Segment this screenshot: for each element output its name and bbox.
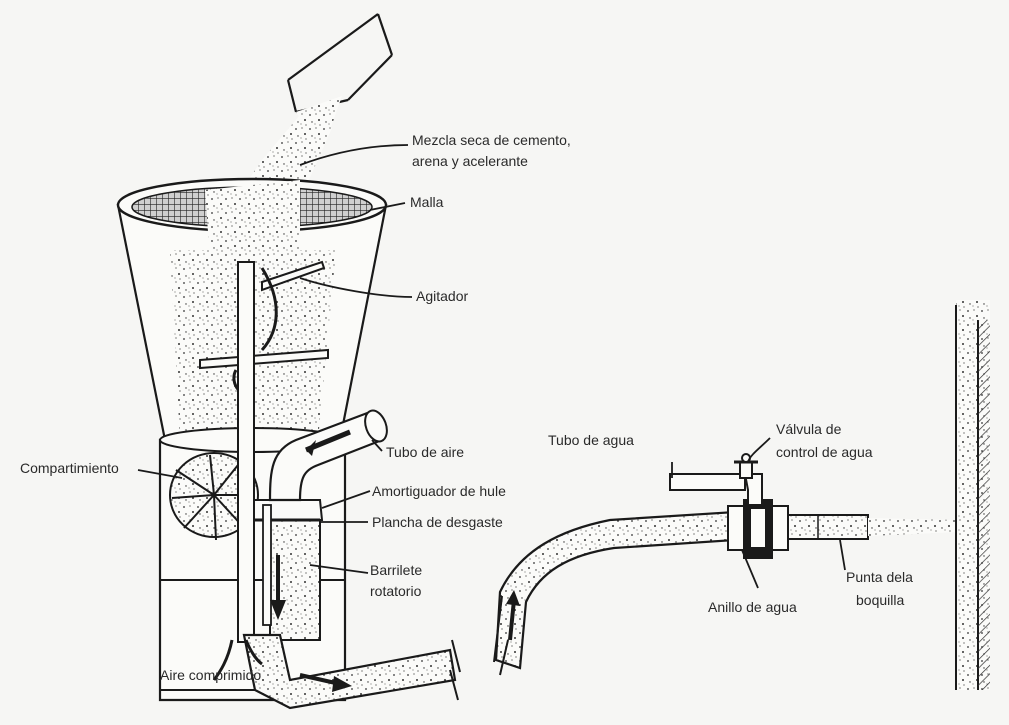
label-barrilete-line2: rotatorio [370, 583, 422, 599]
label-agitador: Agitador [416, 288, 468, 304]
label-malla: Malla [410, 194, 444, 210]
central-shaft [238, 262, 254, 642]
label-amortiguador: Amortiguador de hule [372, 483, 506, 499]
label-tubo-agua: Tubo de agua [548, 432, 634, 448]
outlet-hose [244, 635, 460, 708]
label-mezcla-line2: arena y acelerante [412, 153, 528, 169]
label-valvula-line2: control de agua [776, 444, 873, 460]
label-compartimiento: Compartimiento [20, 460, 119, 476]
wall [956, 300, 990, 690]
label-valvula-line1: Válvula de [776, 421, 842, 437]
spray-jet [868, 518, 958, 536]
delivery-hose [494, 512, 735, 675]
label-plancha: Plancha de desgaste [372, 514, 503, 530]
nozzle-tip [788, 515, 868, 539]
label-aire-comprimido: Aire comprimido [160, 667, 261, 683]
label-tubo-aire: Tubo de aire [386, 444, 464, 460]
label-punta-line1: Punta dela [846, 569, 913, 585]
label-anillo: Anillo de agua [708, 599, 797, 615]
label-punta-line2: boquilla [856, 592, 904, 608]
water-ring [728, 500, 788, 558]
label-mezcla-line1: Mezcla seca de cemento, [412, 132, 571, 148]
rubber-cushion [250, 500, 322, 520]
label-barrilete-line1: Barrilete [370, 562, 422, 578]
